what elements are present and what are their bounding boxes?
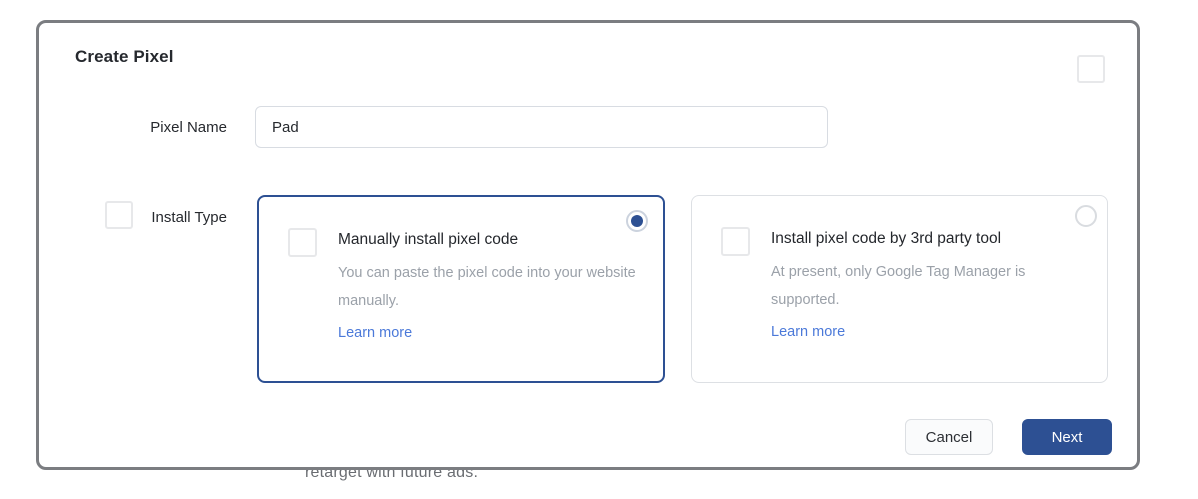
cancel-button[interactable]: Cancel: [905, 419, 993, 455]
option-card-manual-install[interactable]: Manually install pixel code You can past…: [257, 195, 665, 383]
option-description: At present, only Google Tag Manager is s…: [771, 264, 1026, 308]
option-title: Install pixel code by 3rd party tool: [771, 230, 1002, 247]
install-type-icon: [105, 201, 133, 229]
manual-install-icon: [288, 228, 317, 257]
radio-unselected-icon[interactable]: [1075, 205, 1097, 227]
radio-selected-icon[interactable]: [626, 210, 648, 232]
learn-more-link[interactable]: Learn more: [338, 325, 413, 341]
modal-title: Create Pixel: [75, 47, 174, 66]
install-type-label: Install Type: [151, 209, 227, 226]
pixel-name-input[interactable]: [255, 106, 828, 148]
option-description: You can paste the pixel code into your w…: [338, 265, 636, 309]
next-button[interactable]: Next: [1022, 419, 1112, 455]
option-card-3rd-party-tool[interactable]: Install pixel code by 3rd party tool At …: [691, 195, 1108, 383]
learn-more-link[interactable]: Learn more: [771, 324, 846, 340]
create-pixel-modal: Create Pixel Pixel Name Install Type Man…: [36, 20, 1140, 470]
modal-content: Create Pixel Pixel Name Install Type Man…: [39, 23, 1137, 467]
option-title: Manually install pixel code: [338, 231, 519, 248]
third-party-tool-icon: [721, 227, 750, 256]
pixel-name-label: Pixel Name: [150, 119, 227, 136]
close-icon[interactable]: [1077, 55, 1105, 83]
